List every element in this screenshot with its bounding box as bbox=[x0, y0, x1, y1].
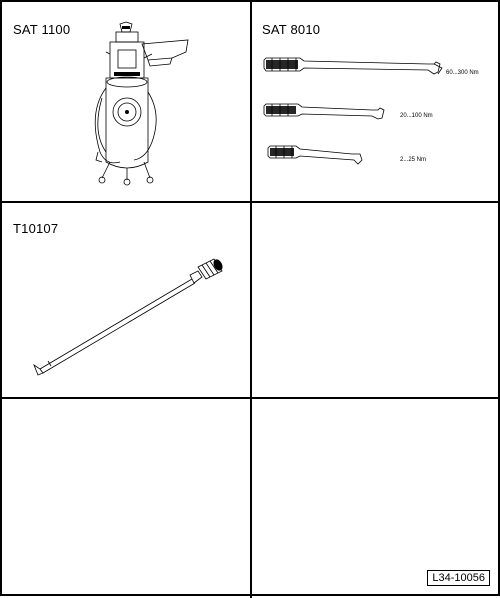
grid-divider-row-1 bbox=[2, 201, 500, 203]
grid-divider-row-2 bbox=[2, 397, 500, 399]
torque-wrench-large-illustration bbox=[263, 57, 443, 165]
cell-empty bbox=[2, 399, 250, 596]
cell-t10107: T10107 bbox=[2, 203, 250, 397]
torque-range-label: 2...25 Nm bbox=[400, 157, 427, 163]
cell-sat-8010: SAT 8010 bbox=[252, 2, 500, 201]
cell-empty bbox=[252, 203, 500, 397]
extraction-probe-illustration bbox=[33, 258, 223, 376]
tool-label: SAT 8010 bbox=[262, 22, 321, 37]
torque-range-label: 60...300 Nm bbox=[446, 70, 479, 76]
tool-label: T10107 bbox=[13, 221, 59, 236]
torque-range-label: 20...100 Nm bbox=[400, 113, 433, 119]
grid-divider-vertical bbox=[250, 2, 252, 598]
oil-extractor-illustration bbox=[94, 21, 189, 186]
cell-empty bbox=[252, 399, 500, 596]
drawing-reference-number: L34-10056 bbox=[427, 570, 490, 586]
cell-sat-1100: SAT 1100 bbox=[2, 2, 250, 201]
tool-label: SAT 1100 bbox=[13, 22, 71, 37]
